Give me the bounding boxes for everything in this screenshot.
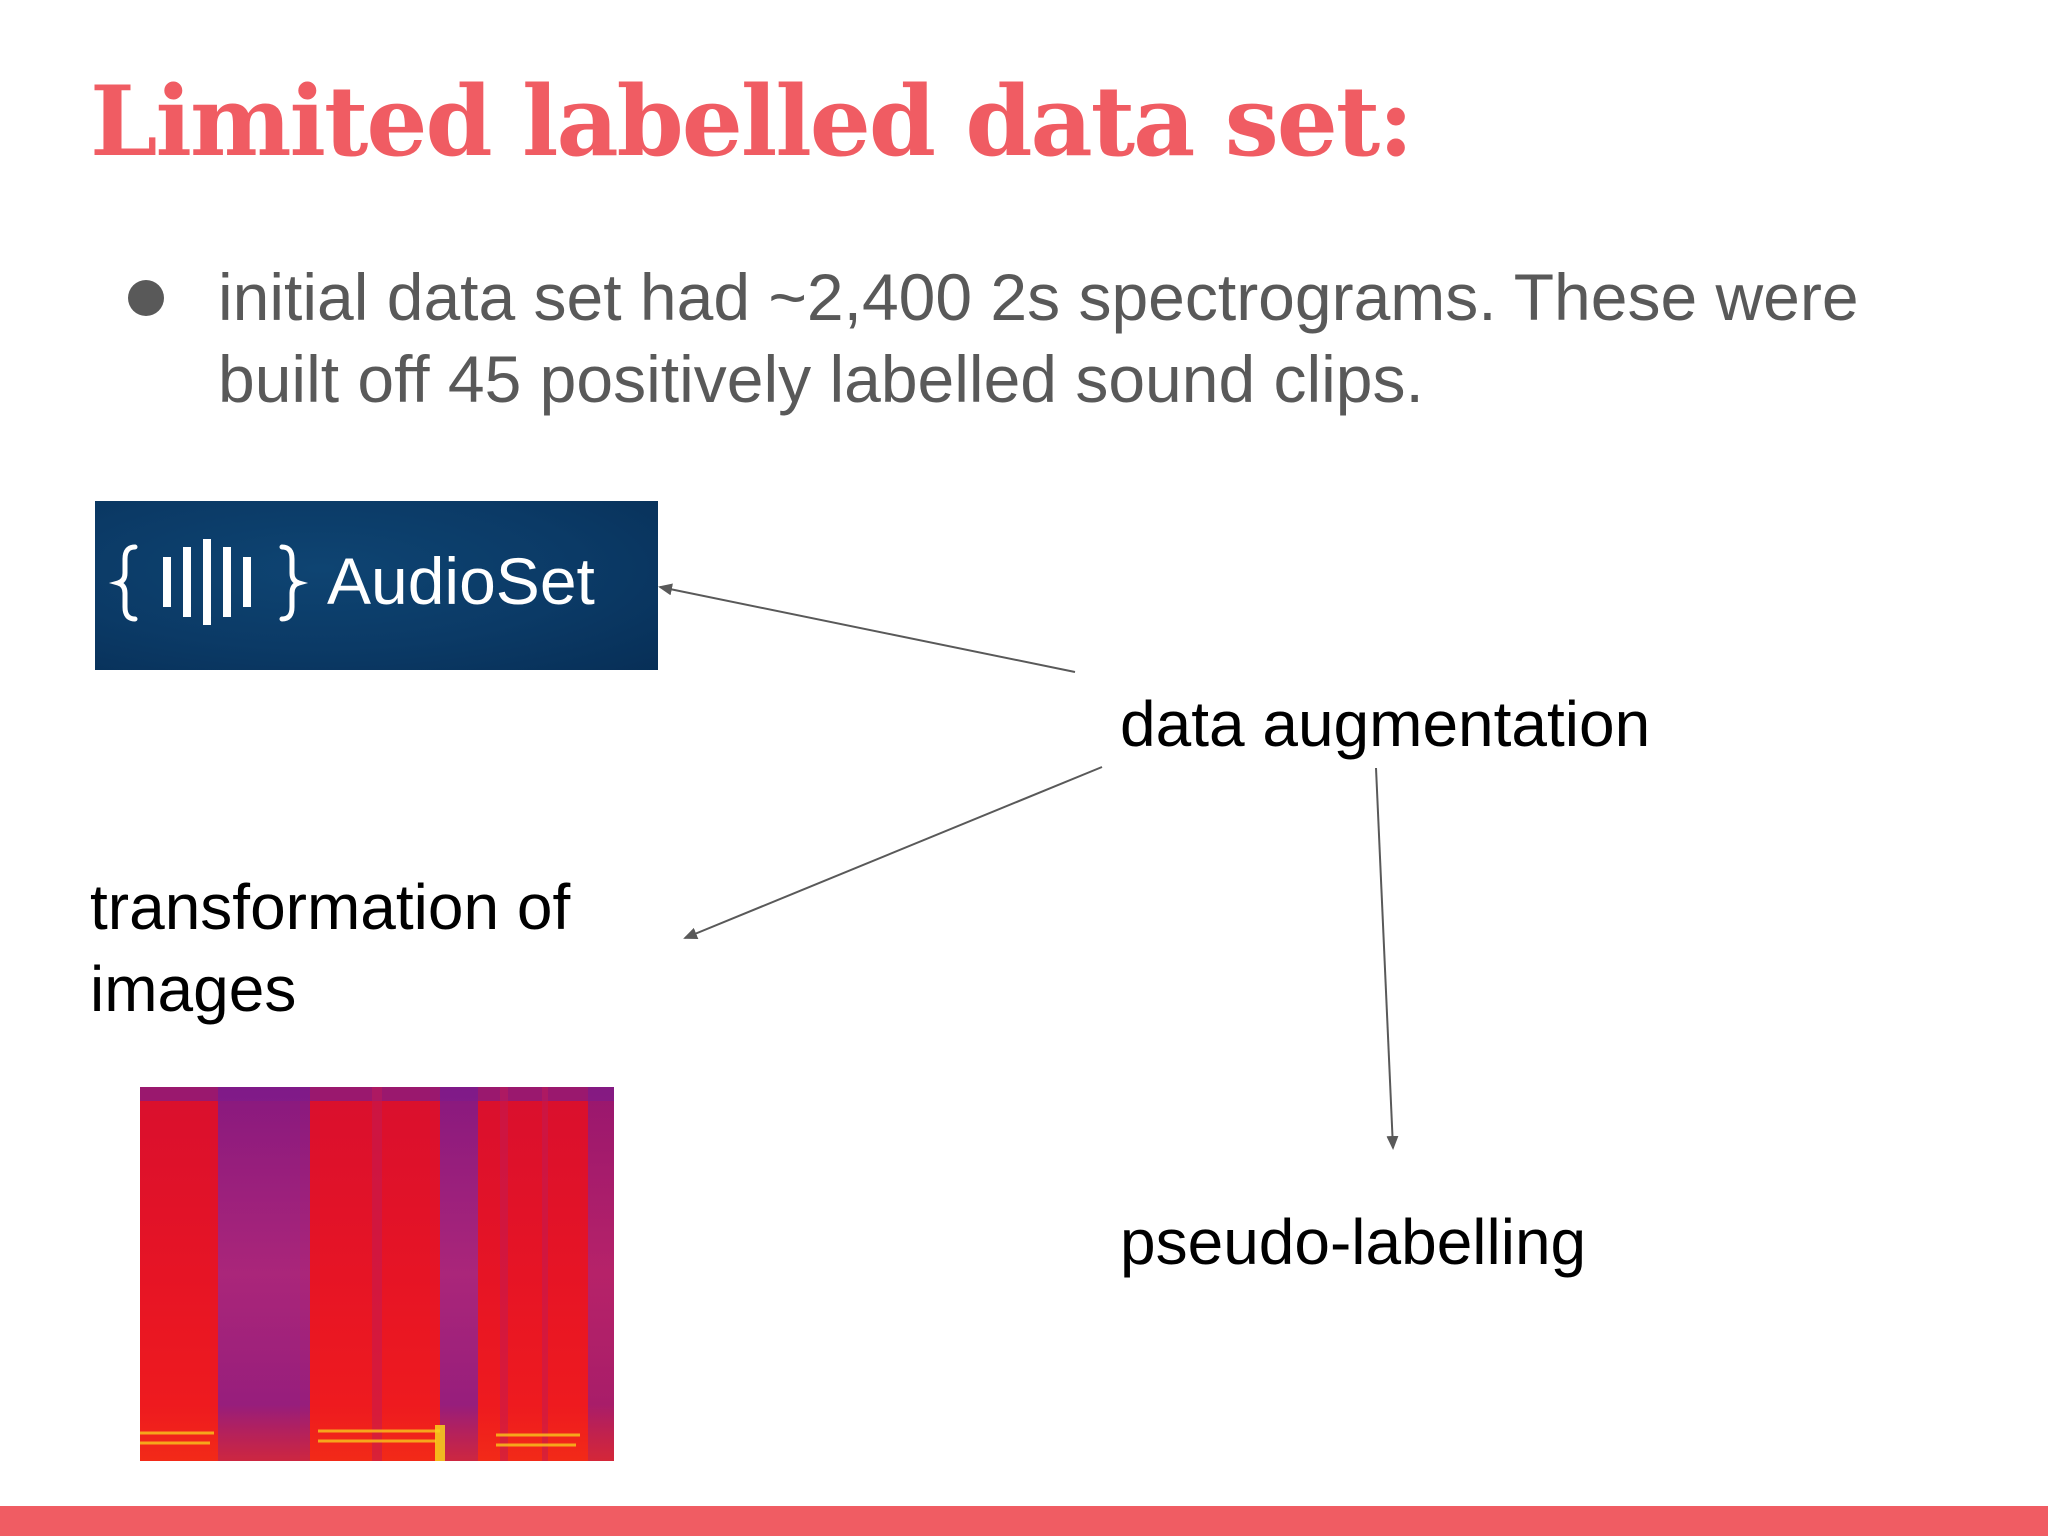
arrow-to-pseudo-labelling [1375, 767, 1399, 1150]
pseudo-labelling-label: pseudo-labelling [1120, 1206, 1587, 1278]
bullet-dot [128, 280, 164, 316]
footer-accent-bar [0, 1506, 2048, 1536]
audioset-logo-text: AudioSet [327, 544, 595, 618]
audioset-waveform-icon [108, 539, 309, 625]
slide-title: Limited labelled data set: [90, 65, 1414, 178]
transformation-label-line2: images [90, 953, 297, 1025]
audioset-logo: AudioSet [95, 501, 658, 670]
data-augmentation-label: data augmentation [1120, 688, 1651, 760]
arrow-to-audioset [658, 583, 1076, 673]
transformation-label-line1: transformation of [90, 871, 571, 943]
arrow-to-transformation [683, 766, 1103, 939]
spectrogram-image [140, 1087, 614, 1461]
bullet-text: initial data set had ~2,400 2s spectrogr… [218, 260, 1859, 416]
